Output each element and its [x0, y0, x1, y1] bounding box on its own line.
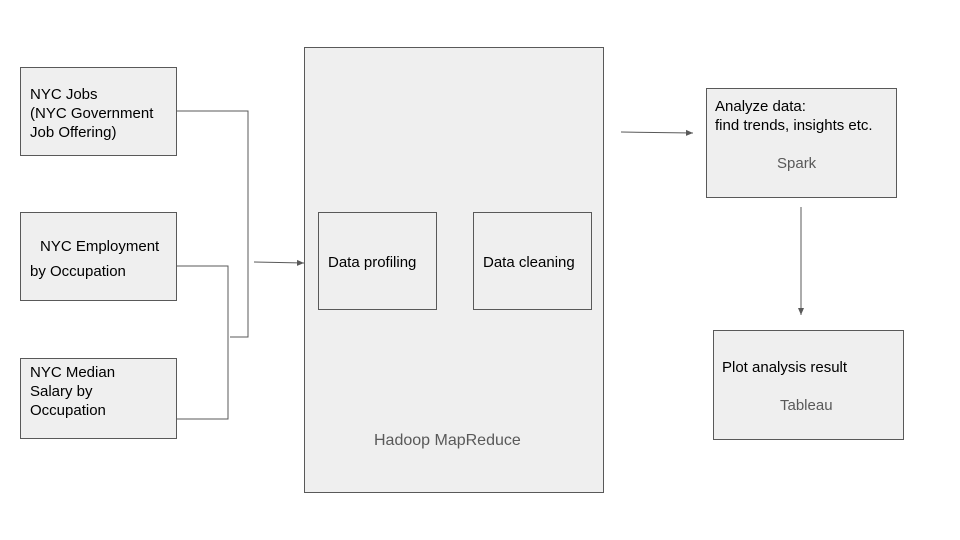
source-jobs-line3: Job Offering) — [30, 124, 117, 141]
tableau-plot-box: Plot analysis result Tableau — [713, 330, 904, 440]
source-jobs-line1: NYC Jobs — [30, 86, 98, 103]
data-cleaning-label: Data cleaning — [483, 254, 575, 271]
connector-employment — [176, 265, 229, 420]
source-employment-line1: NYC Employment — [40, 238, 160, 255]
source-box-nyc-jobs: NYC Jobs (NYC Government Job Offering) — [20, 67, 177, 156]
connector-jobs — [176, 110, 249, 338]
arrow-to-hadoop — [253, 259, 305, 266]
data-profiling-label: Data profiling — [328, 254, 417, 271]
source-box-nyc-salary: NYC Median Salary by Occupation — [20, 358, 177, 439]
tableau-tool-label: Tableau — [780, 397, 833, 414]
data-profiling-box: Data profiling — [318, 212, 437, 310]
arrow-to-spark — [620, 129, 694, 136]
tableau-line1: Plot analysis result — [722, 359, 848, 376]
source-salary-line2: Salary by — [30, 383, 93, 400]
source-jobs-line2: (NYC Government — [30, 105, 154, 122]
source-salary-line3: Occupation — [30, 402, 106, 419]
data-cleaning-box: Data cleaning — [473, 212, 592, 310]
source-employment-line2: by Occupation — [30, 263, 126, 280]
spark-tool-label: Spark — [777, 155, 817, 172]
hadoop-label: Hadoop MapReduce — [374, 432, 521, 449]
source-box-nyc-employment: NYC Employment by Occupation — [20, 212, 177, 301]
spark-analysis-box: Analyze data: find trends, insights etc.… — [706, 88, 897, 198]
spark-line1: Analyze data: — [715, 98, 806, 115]
source-salary-line1: NYC Median — [30, 364, 116, 381]
spark-line2: find trends, insights etc. — [715, 117, 873, 134]
